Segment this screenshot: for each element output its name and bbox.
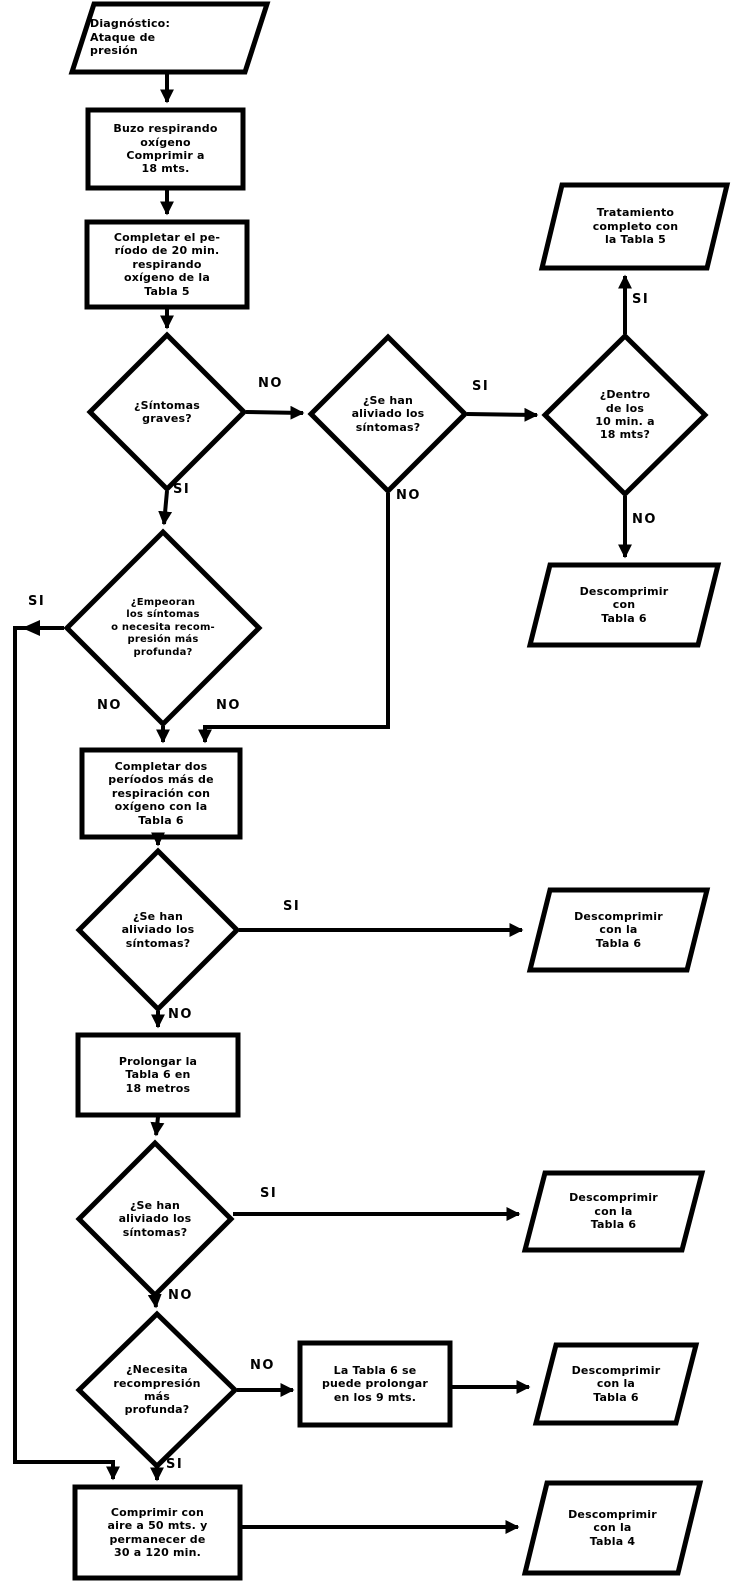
edge-label-d1-no: NO	[258, 376, 283, 391]
decompress-table6-d-shape	[532, 1342, 700, 1426]
node-decompress-table6-c: Descomprimir con la Tabla 6	[569, 1191, 658, 1232]
edge-label-d7-no: NO	[250, 1358, 275, 1373]
box4-shape	[75, 1032, 241, 1118]
edge-label-d2-no-entry: NO	[216, 698, 241, 713]
edge-label-d5-no: NO	[168, 1007, 193, 1022]
edge-label-d4-no: NO	[97, 698, 122, 713]
decompress-table6-a-shape	[526, 562, 722, 648]
node-decision-symptoms-relieved-1: ¿Se han aliviado los síntomas?	[351, 393, 425, 434]
node-decision-symptoms-relieved-2: ¿Se han aliviado los síntomas?	[121, 909, 195, 950]
edge-label-d2-no: NO	[396, 488, 421, 503]
connector-d1-si-d4	[158, 490, 173, 526]
node-decompress-table6-a: Descomprimir con Tabla 6	[579, 584, 669, 625]
node-table6-extend-9m: La Tabla 6 se puede prolongar en los 9 m…	[321, 1363, 429, 1404]
connector-d2-si-d3	[466, 407, 539, 422]
node-treatment-complete-table5: Tratamiento completo con la Tabla 5	[592, 206, 679, 247]
decision3-shape	[541, 332, 709, 498]
decision4-shape	[63, 528, 263, 728]
edge-label-d6-si: SI	[260, 1186, 278, 1201]
connector-d2-no-box3	[198, 493, 390, 744]
edge-label-d5-si: SI	[283, 899, 301, 914]
node-complete-two-periods-table6: Completar dos períodos más de respiració…	[108, 759, 214, 827]
node-decompress-table6-b: Descomprimir con la Tabla 6	[574, 909, 663, 950]
loop-arrowhead	[22, 620, 40, 636]
node-compress-18m: Buzo respirando oxígeno Comprimir a 18 m…	[113, 122, 218, 176]
connector-box4-d6	[150, 1116, 165, 1137]
decompress-table6-c-shape	[521, 1170, 706, 1253]
node-extend-table6-18m: Prolongar la Tabla 6 en 18 metros	[118, 1054, 198, 1095]
decompress-table4-shape	[521, 1480, 704, 1576]
node-decompress-table6-d: Descomprimir con la Tabla 6	[571, 1363, 661, 1404]
box2-shape	[84, 219, 250, 310]
treatment-complete-shape	[538, 182, 731, 271]
edge-label-d7-si: SI	[166, 1457, 184, 1472]
box1-shape	[85, 107, 246, 191]
connector-d6-no-d7	[147, 1293, 162, 1309]
edge-label-d2-si: SI	[472, 379, 490, 394]
node-decision-symptoms-worsen: ¿Empeoran los síntomas o necesita recom-…	[111, 596, 215, 658]
box3-shape	[79, 747, 243, 840]
edge-label-d6-no: NO	[168, 1288, 193, 1303]
node-compress-air-50m: Comprimir con aire a 50 mts. y permanece…	[107, 1505, 208, 1559]
edge-label-d3-no: NO	[632, 512, 657, 527]
start-shape	[68, 1, 271, 75]
node-complete-period-table5: Completar el pe- ríodo de 20 min. respir…	[113, 230, 221, 298]
box6-shape	[72, 1484, 243, 1581]
edge-label-d1-si: SI	[173, 482, 191, 497]
edge-label-d4-si: SI	[28, 594, 46, 609]
box5-shape	[297, 1340, 453, 1428]
node-decision-symptoms-relieved-3: ¿Se han aliviado los síntomas?	[118, 1198, 192, 1239]
decision7-shape	[75, 1310, 239, 1470]
node-decision-severe-symptoms: ¿Síntomas graves?	[134, 398, 200, 425]
edge-label-d3-si: SI	[632, 292, 650, 307]
decision5-shape	[75, 847, 241, 1013]
decision1-shape	[86, 331, 248, 493]
node-decompress-table4: Descomprimir con la Tabla 4	[568, 1507, 657, 1548]
node-decision-needs-deeper-recompression: ¿Necesita recompresión más profunda?	[113, 1363, 201, 1417]
decision2-shape	[307, 333, 469, 495]
decompress-table6-b-shape	[526, 887, 711, 973]
connector-d1-no-d2	[245, 405, 305, 420]
node-start: Diagnóstico: Ataque de presión	[90, 17, 171, 58]
node-decision-within-10min-18m: ¿Dentro de los 10 min. a 18 mts?	[595, 388, 655, 442]
